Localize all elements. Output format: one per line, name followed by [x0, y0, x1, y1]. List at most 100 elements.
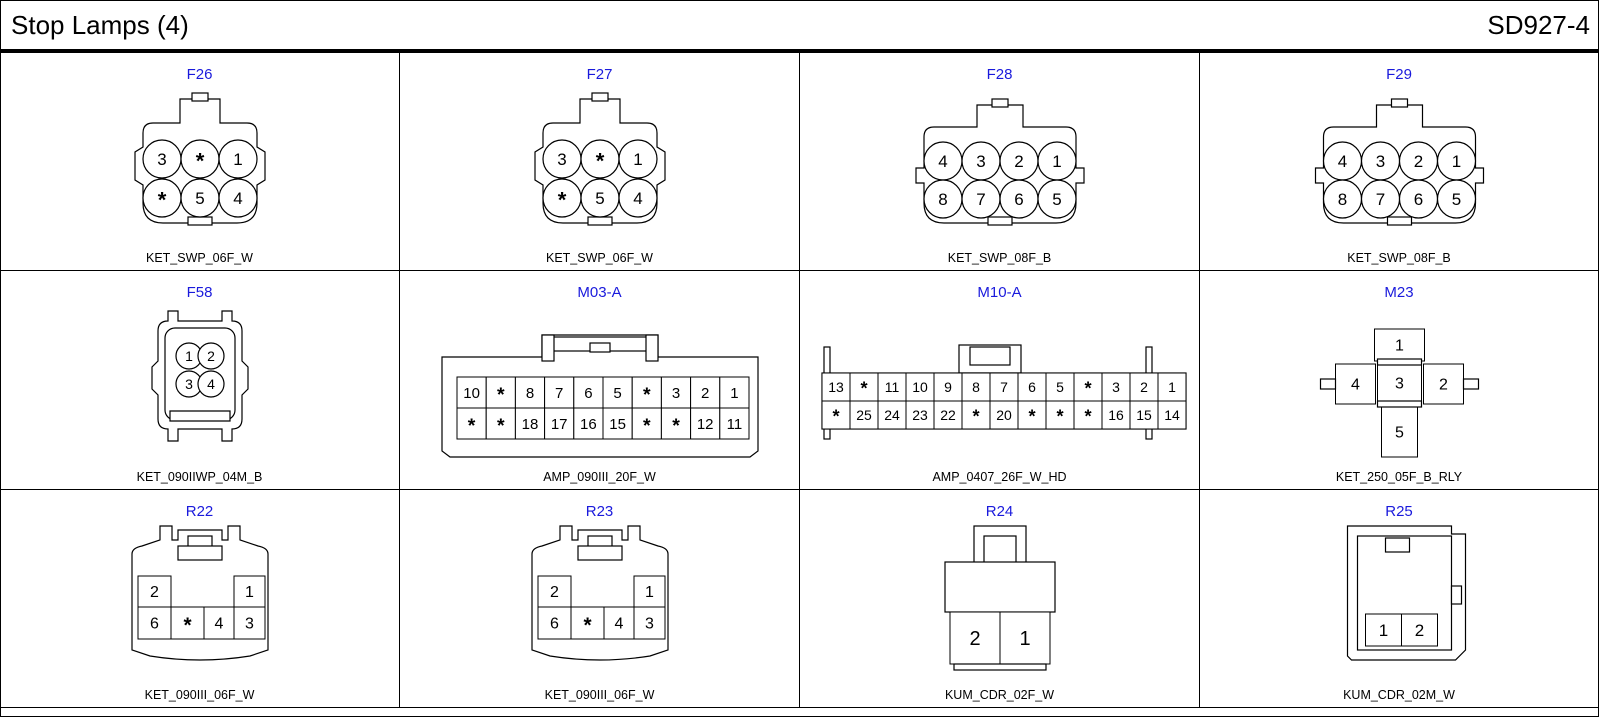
- pin-label: 12: [697, 416, 714, 433]
- pin-label: 15: [1136, 407, 1152, 423]
- pin-label: 23: [912, 407, 928, 423]
- pin-label: 4: [207, 376, 215, 392]
- pin-label: 7: [1000, 379, 1008, 395]
- pin-label: 7: [976, 190, 985, 209]
- connector-id: F26: [186, 66, 213, 83]
- pin-label: 3: [185, 376, 193, 392]
- pin-label: 7: [555, 385, 563, 402]
- pin-label: 3: [1376, 152, 1385, 171]
- page-code: SD927-4: [1487, 10, 1590, 40]
- pin-box: [1101, 400, 1131, 430]
- pin-label: 3: [157, 150, 166, 169]
- pin-label: 5: [1452, 190, 1461, 209]
- pin-box: [690, 407, 721, 440]
- pin-label: 2: [550, 584, 559, 601]
- pin-label: *: [1056, 407, 1064, 427]
- pin-label: 13: [828, 379, 844, 395]
- pin-box: [1365, 613, 1402, 647]
- tab: [1376, 400, 1423, 408]
- inner-housing: [164, 327, 236, 421]
- pin-box: [633, 575, 666, 608]
- pin-label: 3: [557, 150, 566, 169]
- pin-label: *: [832, 407, 840, 427]
- pin-box: [203, 606, 235, 640]
- pin-label: *: [860, 379, 868, 399]
- latch: [1390, 98, 1409, 108]
- connector-type: KET_SWP_06F_W: [546, 251, 653, 265]
- pin-box: [821, 400, 851, 430]
- connector-id: M10-A: [977, 284, 1022, 301]
- pin-label: 4: [633, 189, 642, 208]
- pin-box: [933, 400, 963, 430]
- pin-box: [603, 606, 635, 640]
- pin-circle: [197, 342, 225, 370]
- pin-box: [1045, 372, 1075, 402]
- tab: [1319, 378, 1337, 390]
- pin-box: [570, 606, 605, 640]
- latch: [589, 342, 611, 353]
- pin-label: 6: [1028, 379, 1036, 395]
- connector-type: KET_SWP_08F_B: [1347, 251, 1451, 265]
- latch: [191, 92, 209, 102]
- connector-type: KET_SWP_06F_W: [146, 251, 253, 265]
- pin-box: [660, 407, 692, 440]
- pin-label: 6: [150, 616, 159, 633]
- connector-id: R22: [185, 503, 214, 520]
- pin-box: [633, 606, 666, 640]
- pin-label: 1: [1019, 628, 1030, 650]
- connector-id: R23: [585, 503, 614, 520]
- pin-label: 2: [1414, 152, 1423, 171]
- pin-label: 1: [1052, 152, 1061, 171]
- pin-circle: [618, 139, 658, 179]
- pin-box: [170, 606, 205, 640]
- pin-label: *: [1028, 407, 1036, 427]
- pin-label: 20: [996, 407, 1012, 423]
- connector-type: KUM_CDR_02M_W: [1343, 688, 1455, 702]
- pin-box: [989, 372, 1019, 402]
- pin-label: 2: [1140, 379, 1148, 395]
- pin-label: 4: [1351, 377, 1360, 394]
- connector-id: F28: [986, 66, 1013, 83]
- pin-label: 3: [1395, 376, 1404, 393]
- connector-type: KET_SWP_08F_B: [947, 251, 1052, 265]
- pin-label: 3: [672, 385, 680, 402]
- pin-box: [1157, 372, 1187, 402]
- pin-box: [485, 407, 516, 440]
- key-tab: [169, 410, 231, 422]
- pin-label: 3: [645, 616, 654, 633]
- pin-label: 3: [245, 616, 254, 633]
- latch: [991, 98, 1009, 108]
- pin-circle: [1037, 179, 1077, 219]
- pin-label: *: [596, 148, 605, 173]
- pin-label: 2: [1439, 377, 1448, 394]
- pin-label: *: [158, 187, 167, 212]
- pin-box: [877, 400, 907, 430]
- pin-box: [1073, 400, 1103, 430]
- pin-box: [690, 376, 721, 409]
- pin-label: *: [1084, 379, 1092, 399]
- pin-label: *: [972, 407, 980, 427]
- tab: [1462, 378, 1480, 390]
- pin-box: [961, 400, 991, 430]
- pin-label: 1: [645, 584, 654, 601]
- pin-box: [1045, 400, 1075, 430]
- pin-box: [456, 407, 487, 440]
- pin-label: 1: [1452, 152, 1461, 171]
- pin-label: 25: [856, 407, 872, 423]
- pin-label: 18: [522, 416, 539, 433]
- pin-label: 6: [584, 385, 592, 402]
- pin-label: 1: [1168, 379, 1176, 395]
- pin-label: *: [468, 415, 476, 437]
- pin-box: [485, 376, 516, 409]
- connector-type: KET_250_05F_B_RLY: [1335, 470, 1463, 484]
- latch-post: [645, 334, 659, 362]
- key-tab: [1386, 216, 1413, 226]
